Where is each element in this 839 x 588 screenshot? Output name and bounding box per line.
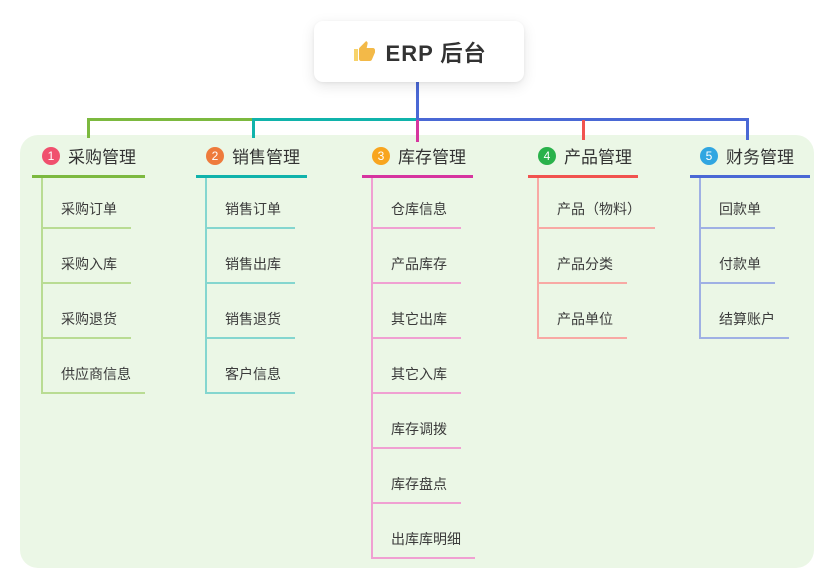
- child-node[interactable]: 采购退货: [43, 309, 131, 339]
- child-node[interactable]: 采购入库: [43, 254, 131, 284]
- child-row: 客户信息: [207, 339, 307, 394]
- child-row: 结算账户: [701, 284, 810, 339]
- child-row: 产品分类: [539, 229, 638, 284]
- child-row: 销售退货: [207, 284, 307, 339]
- background-panel: [20, 135, 814, 568]
- child-node[interactable]: 采购订单: [43, 199, 131, 229]
- child-node[interactable]: 销售订单: [207, 199, 295, 229]
- branch-label: 产品管理: [564, 148, 632, 167]
- child-row: 产品单位: [539, 284, 638, 339]
- branch-header-purchase[interactable]: 1 采购管理: [32, 145, 145, 178]
- branch-children: 产品（物料） 产品分类 产品单位: [537, 178, 655, 339]
- child-row: 仓库信息: [373, 178, 473, 229]
- branch-number-badge: 5: [700, 146, 718, 165]
- connector-drop-branch2: [252, 118, 255, 138]
- branch-finance: 5 财务管理 回款单 付款单 结算账户: [690, 145, 810, 339]
- branch-header-sales[interactable]: 2 销售管理: [196, 145, 307, 178]
- child-node[interactable]: 产品分类: [539, 254, 627, 284]
- branch-children: 采购订单 采购入库 采购退货 供应商信息: [41, 178, 145, 394]
- connector-drop-branch5: [746, 118, 749, 140]
- child-row: 采购订单: [43, 178, 145, 229]
- branch-inventory: 3 库存管理 仓库信息 产品库存 其它出库 其它入库 库存调拨 库存盘点 出库库…: [362, 145, 475, 559]
- branch-header-product[interactable]: 4 产品管理: [528, 145, 638, 178]
- connector-drop-branch1: [87, 118, 90, 138]
- root-node-label: ERP 后台: [385, 40, 487, 66]
- child-row: 销售订单: [207, 178, 307, 229]
- connector-horizontal-branch1: [87, 118, 253, 121]
- child-node[interactable]: 供应商信息: [43, 364, 145, 394]
- connector-horizontal-branch5: [416, 118, 749, 121]
- child-row: 采购入库: [43, 229, 145, 284]
- branch-product: 4 产品管理 产品（物料） 产品分类 产品单位: [528, 145, 655, 339]
- child-row: 其它入库: [373, 339, 473, 394]
- branch-number-badge: 3: [372, 146, 390, 165]
- child-node[interactable]: 库存调拨: [373, 419, 461, 449]
- child-row: 采购退货: [43, 284, 145, 339]
- child-row: 产品库存: [373, 229, 473, 284]
- child-node[interactable]: 销售出库: [207, 254, 295, 284]
- branch-label: 采购管理: [68, 148, 136, 167]
- child-row: 供应商信息: [43, 339, 145, 394]
- branch-children: 销售订单 销售出库 销售退货 客户信息: [205, 178, 307, 394]
- child-row: 出库库明细: [373, 504, 475, 559]
- child-node[interactable]: 出库库明细: [373, 529, 475, 559]
- branch-sales: 2 销售管理 销售订单 销售出库 销售退货 客户信息: [196, 145, 307, 394]
- branch-header-finance[interactable]: 5 财务管理: [690, 145, 810, 178]
- child-row: 产品（物料）: [539, 178, 655, 229]
- child-node[interactable]: 产品库存: [373, 254, 461, 284]
- child-node[interactable]: 产品单位: [539, 309, 627, 339]
- child-node[interactable]: 客户信息: [207, 364, 295, 394]
- branch-number-badge: 1: [42, 146, 60, 165]
- child-row: 回款单: [701, 178, 810, 229]
- branch-number-badge: 2: [206, 146, 224, 165]
- branch-label: 库存管理: [398, 148, 466, 167]
- connector-horizontal-branch2: [252, 118, 418, 121]
- branch-children: 回款单 付款单 结算账户: [699, 178, 810, 339]
- child-row: 付款单: [701, 229, 810, 284]
- child-row: 其它出库: [373, 284, 473, 339]
- child-node[interactable]: 产品（物料）: [539, 199, 655, 229]
- connector-root-stem: [416, 82, 419, 120]
- child-node[interactable]: 付款单: [701, 254, 775, 284]
- child-node[interactable]: 结算账户: [701, 309, 789, 339]
- thumbs-up-icon: [352, 40, 376, 64]
- branch-label: 销售管理: [232, 148, 300, 167]
- child-row: 库存盘点: [373, 449, 473, 504]
- connector-drop-branch4: [582, 120, 585, 140]
- connector-drop-branch3: [416, 120, 419, 142]
- root-node[interactable]: ERP 后台: [314, 21, 524, 82]
- child-node[interactable]: 仓库信息: [373, 199, 461, 229]
- child-node[interactable]: 其它入库: [373, 364, 461, 394]
- child-node[interactable]: 回款单: [701, 199, 775, 229]
- branch-label: 财务管理: [726, 148, 794, 167]
- child-row: 库存调拨: [373, 394, 473, 449]
- branch-header-inventory[interactable]: 3 库存管理: [362, 145, 473, 178]
- branch-purchase: 1 采购管理 采购订单 采购入库 采购退货 供应商信息: [32, 145, 145, 394]
- child-row: 销售出库: [207, 229, 307, 284]
- child-node[interactable]: 库存盘点: [373, 474, 461, 504]
- branch-number-badge: 4: [538, 146, 556, 165]
- child-node[interactable]: 销售退货: [207, 309, 295, 339]
- child-node[interactable]: 其它出库: [373, 309, 461, 339]
- branch-children: 仓库信息 产品库存 其它出库 其它入库 库存调拨 库存盘点 出库库明细: [371, 178, 475, 559]
